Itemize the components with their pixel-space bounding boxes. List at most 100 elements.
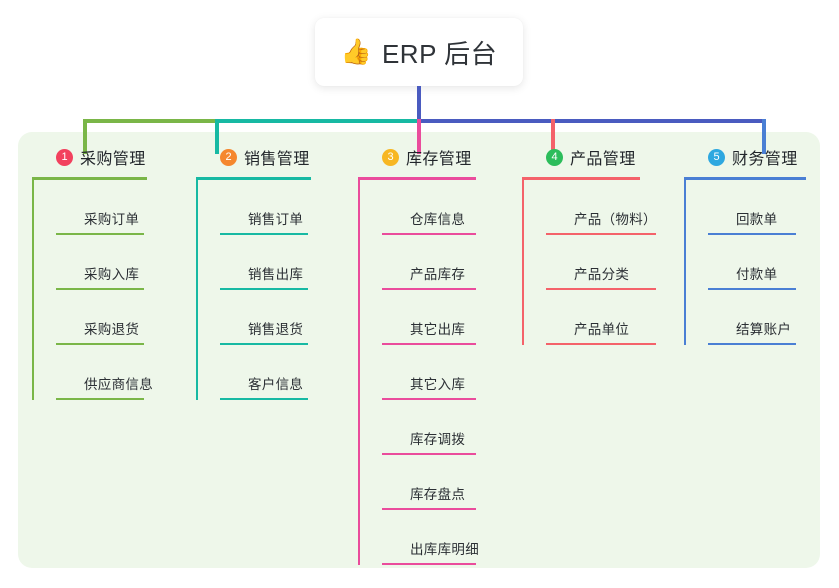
leaf-item-underline [56, 343, 144, 345]
branch-header-4[interactable]: 4 产品管理 [522, 145, 640, 169]
connector-bus-blue [417, 119, 766, 123]
connector-bus-teal [215, 119, 419, 123]
leaf-item[interactable]: 销售出库 [220, 235, 311, 290]
leaf-item-label: 库存调拨 [410, 432, 466, 447]
branch-title-1: 采购管理 [80, 151, 146, 168]
branch-column-4: 4 产品管理产品（物料） 产品分类产品单位 [522, 145, 657, 345]
branch-title-4: 产品管理 [570, 151, 636, 168]
leaf-item-underline [382, 343, 476, 345]
leaf-item[interactable]: 销售订单 [220, 180, 311, 235]
leaf-item-underline [382, 563, 476, 565]
leaf-item-label: 其它入库 [410, 377, 466, 392]
branch-items-3: 仓库信息产品库存其它出库其它入库库存调拨库存盘点出库库明细 [358, 180, 479, 565]
branch-underline-3 [358, 177, 476, 180]
leaf-item-underline [220, 343, 308, 345]
connector-drop-5 [762, 119, 766, 154]
connector-drop-4 [551, 119, 555, 154]
leaf-item[interactable]: 付款单 [708, 235, 806, 290]
leaf-item-label: 销售退货 [248, 322, 304, 337]
leaf-item-label: 出库库明细 [410, 542, 479, 557]
connector-bus-green [83, 119, 217, 123]
branch-title-2: 销售管理 [244, 151, 310, 168]
leaf-item-label: 付款单 [736, 267, 778, 282]
leaf-item-label: 产品（物料） [574, 212, 657, 227]
leaf-item-underline [220, 398, 308, 400]
branch-spine-2 [196, 180, 198, 400]
leaf-item-underline [220, 233, 308, 235]
leaf-item-underline [708, 233, 796, 235]
leaf-item[interactable]: 销售退货 [220, 290, 311, 345]
branch-spine-1 [32, 180, 34, 400]
leaf-item-underline [546, 233, 656, 235]
leaf-item-underline [546, 288, 656, 290]
leaf-item-underline [382, 453, 476, 455]
leaf-item[interactable]: 回款单 [708, 180, 806, 235]
leaf-item[interactable]: 采购订单 [56, 180, 147, 235]
branch-items-5: 回款单付款单结算账户 [684, 180, 806, 345]
connector-root-stem [417, 86, 421, 122]
leaf-item-underline [382, 233, 476, 235]
root-node-card[interactable]: 👍 ERP 后台 [315, 18, 523, 86]
leaf-item[interactable]: 仓库信息 [382, 180, 476, 235]
leaf-item[interactable]: 产品（物料） [546, 180, 657, 235]
connector-drop-2 [215, 119, 219, 154]
leaf-item[interactable]: 库存调拨 [382, 400, 476, 455]
branch-items-4: 产品（物料） 产品分类产品单位 [522, 180, 657, 345]
leaf-item-label: 采购订单 [84, 212, 140, 227]
diagram-panel [18, 132, 820, 568]
branch-underline-4 [522, 177, 640, 180]
leaf-item[interactable]: 客户信息 [220, 345, 311, 400]
leaf-item-label: 回款单 [736, 212, 778, 227]
branch-badge-2: 2 [220, 148, 237, 166]
leaf-item-label: 采购入库 [84, 267, 140, 282]
leaf-item-underline [382, 398, 476, 400]
leaf-item-label: 产品库存 [410, 267, 466, 282]
leaf-item[interactable]: 采购退货 [56, 290, 147, 345]
leaf-item-underline [56, 398, 144, 400]
branch-badge-4: 4 [546, 148, 563, 166]
leaf-item[interactable]: 结算账户 [708, 290, 806, 345]
leaf-item-underline [56, 288, 144, 290]
root-node-title: ERP 后台 [381, 38, 498, 69]
leaf-item[interactable]: 产品库存 [382, 235, 476, 290]
leaf-item[interactable]: 其它入库 [382, 345, 476, 400]
leaf-item-underline [382, 508, 476, 510]
leaf-item[interactable]: 产品单位 [546, 290, 656, 345]
connector-drop-1 [83, 119, 87, 154]
thumbs-up-icon: 👍 [340, 37, 372, 66]
leaf-item-underline [708, 343, 796, 345]
branch-badge-5: 5 [708, 148, 725, 166]
leaf-item[interactable]: 采购入库 [56, 235, 147, 290]
branch-header-2[interactable]: 2 销售管理 [196, 145, 311, 169]
leaf-item-underline [220, 288, 308, 290]
leaf-item-label: 产品分类 [574, 267, 630, 282]
leaf-item-underline [56, 233, 144, 235]
leaf-item-label: 销售出库 [248, 267, 304, 282]
leaf-item[interactable]: 其它出库 [382, 290, 476, 345]
leaf-item-underline [546, 343, 656, 345]
branch-underline-2 [196, 177, 311, 180]
branch-items-1: 采购订单采购入库采购退货供应商信息 [32, 180, 153, 400]
leaf-item[interactable]: 出库库明细 [382, 510, 479, 565]
leaf-item[interactable]: 产品分类 [546, 235, 656, 290]
leaf-item-label: 销售订单 [248, 212, 304, 227]
branch-spine-4 [522, 180, 524, 345]
branch-spine-3 [358, 180, 360, 565]
leaf-item-label: 采购退货 [84, 322, 140, 337]
leaf-item[interactable]: 供应商信息 [56, 345, 153, 400]
leaf-item-label: 其它出库 [410, 322, 466, 337]
branch-title-3: 库存管理 [406, 151, 472, 168]
branch-items-2: 销售订单销售出库销售退货客户信息 [196, 180, 311, 400]
leaf-item-label: 结算账户 [736, 322, 792, 337]
branch-column-2: 2 销售管理销售订单销售出库销售退货客户信息 [196, 145, 311, 400]
leaf-item-label: 产品单位 [574, 322, 630, 337]
leaf-item[interactable]: 库存盘点 [382, 455, 476, 510]
leaf-item-label: 库存盘点 [410, 487, 466, 502]
leaf-item-underline [382, 288, 476, 290]
